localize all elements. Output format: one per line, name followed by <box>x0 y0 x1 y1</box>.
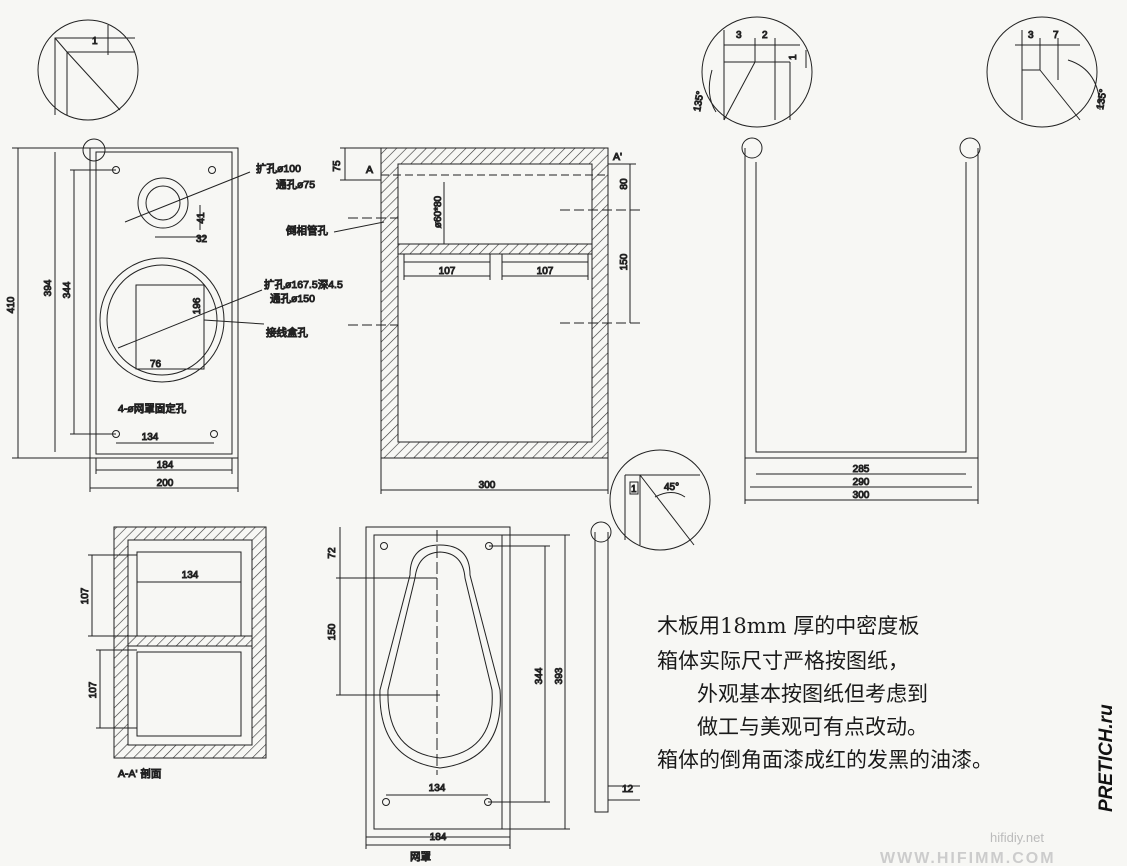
dim-107-a: 107 <box>439 266 456 277</box>
dim-det-7: 7 <box>1053 30 1059 41</box>
dim-gr-72: 72 <box>327 547 338 559</box>
front-baffle-view <box>12 138 265 492</box>
dim-285: 285 <box>853 464 870 475</box>
dim-det-3: 3 <box>736 30 742 41</box>
dim-det-2: 2 <box>762 30 768 41</box>
grille-view <box>336 526 570 849</box>
notes-block: 木板用18mm 厚的中密度板 箱体实际尺寸严格按图纸， 外观基本按图纸但考虑到 … <box>657 614 993 772</box>
dim-det-45: 45° <box>664 482 679 493</box>
label-hole-big-1: 扩孔ø167.5深4.5 <box>264 278 343 291</box>
dim-det-d1: 1 <box>631 484 637 495</box>
dim-sec-107-a: 107 <box>80 587 91 604</box>
label-port-tube: 倒相管孔 <box>286 224 328 237</box>
label-hole-top-1: 扩孔ø100 <box>256 162 301 175</box>
watermark-pretich: PRETICH.ru <box>1096 704 1117 812</box>
dim-41: 41 <box>196 212 207 224</box>
label-grille-holes: 4-ø网罩固定孔 <box>118 402 187 415</box>
dim-134: 134 <box>142 432 159 443</box>
dim-196: 196 <box>192 297 203 314</box>
dim-side-12: 12 <box>622 784 634 795</box>
dim-det-135-a: 135° <box>692 90 706 112</box>
marker-a: A <box>366 164 373 176</box>
dim-344: 344 <box>62 281 73 298</box>
note-line-4: 做工与美观可有点改动。 <box>697 715 928 739</box>
watermark-hifimm: WWW.HIFIMM.COM <box>880 850 1056 866</box>
top-view <box>741 137 981 504</box>
label-section: A-A' 剖面 <box>118 767 161 780</box>
dim-150: 150 <box>619 253 630 270</box>
dim-gr-134: 134 <box>429 783 446 794</box>
dim-300: 300 <box>479 480 496 491</box>
dim-200: 200 <box>157 478 174 489</box>
dim-300-b: 300 <box>853 490 870 501</box>
dim-gr-344: 344 <box>534 667 545 684</box>
dim-sec-107-b: 107 <box>88 681 99 698</box>
detail-45-degree <box>609 449 711 551</box>
dim-port-dia: ø60*80 <box>433 195 444 228</box>
corner-detail-right-1 <box>701 16 813 128</box>
label-grille: 网罩 <box>410 851 431 863</box>
dim-184: 184 <box>157 460 174 471</box>
dim-det-3b: 3 <box>1028 30 1034 41</box>
dim-sec-134: 134 <box>182 570 199 581</box>
grille-side-profile <box>590 521 640 813</box>
dim-32: 32 <box>196 234 208 245</box>
note-line-2: 箱体实际尺寸严格按图纸， <box>657 649 909 673</box>
dim-107-b: 107 <box>537 266 554 277</box>
dim-gr-393: 393 <box>554 667 565 684</box>
note-line-1: 木板用18mm 厚的中密度板 <box>657 614 919 638</box>
dim-det-1: 1 <box>788 54 799 60</box>
dim-gr-150: 150 <box>327 623 338 640</box>
corner-detail-right-2 <box>986 16 1101 128</box>
watermark-hifidiy: hifidiy.net <box>990 830 1044 845</box>
label-hole-big-2: 通孔ø150 <box>270 292 315 305</box>
dim-75: 75 <box>332 160 343 172</box>
dim-394: 394 <box>43 279 54 296</box>
label-hole-top-2: 通孔ø75 <box>276 178 315 191</box>
note-line-3: 外观基本按图纸但考虑到 <box>697 682 928 706</box>
dim-80: 80 <box>619 178 630 190</box>
note-line-5: 箱体的倒角面漆成红的发黑的油漆。 <box>657 748 993 772</box>
dim-det-135-b: 135° <box>1095 88 1109 110</box>
dim-det-tl-1: 1 <box>92 36 98 47</box>
dim-290: 290 <box>853 477 870 488</box>
label-terminal-box: 接线盒孔 <box>266 326 308 339</box>
dim-76: 76 <box>150 359 162 370</box>
section-a-a-view <box>88 526 267 759</box>
marker-a-prime: A' <box>613 151 622 163</box>
side-section-view <box>333 147 640 494</box>
corner-detail-top-left <box>37 19 139 121</box>
dim-410: 410 <box>6 296 17 313</box>
dim-gr-184: 184 <box>430 832 447 843</box>
